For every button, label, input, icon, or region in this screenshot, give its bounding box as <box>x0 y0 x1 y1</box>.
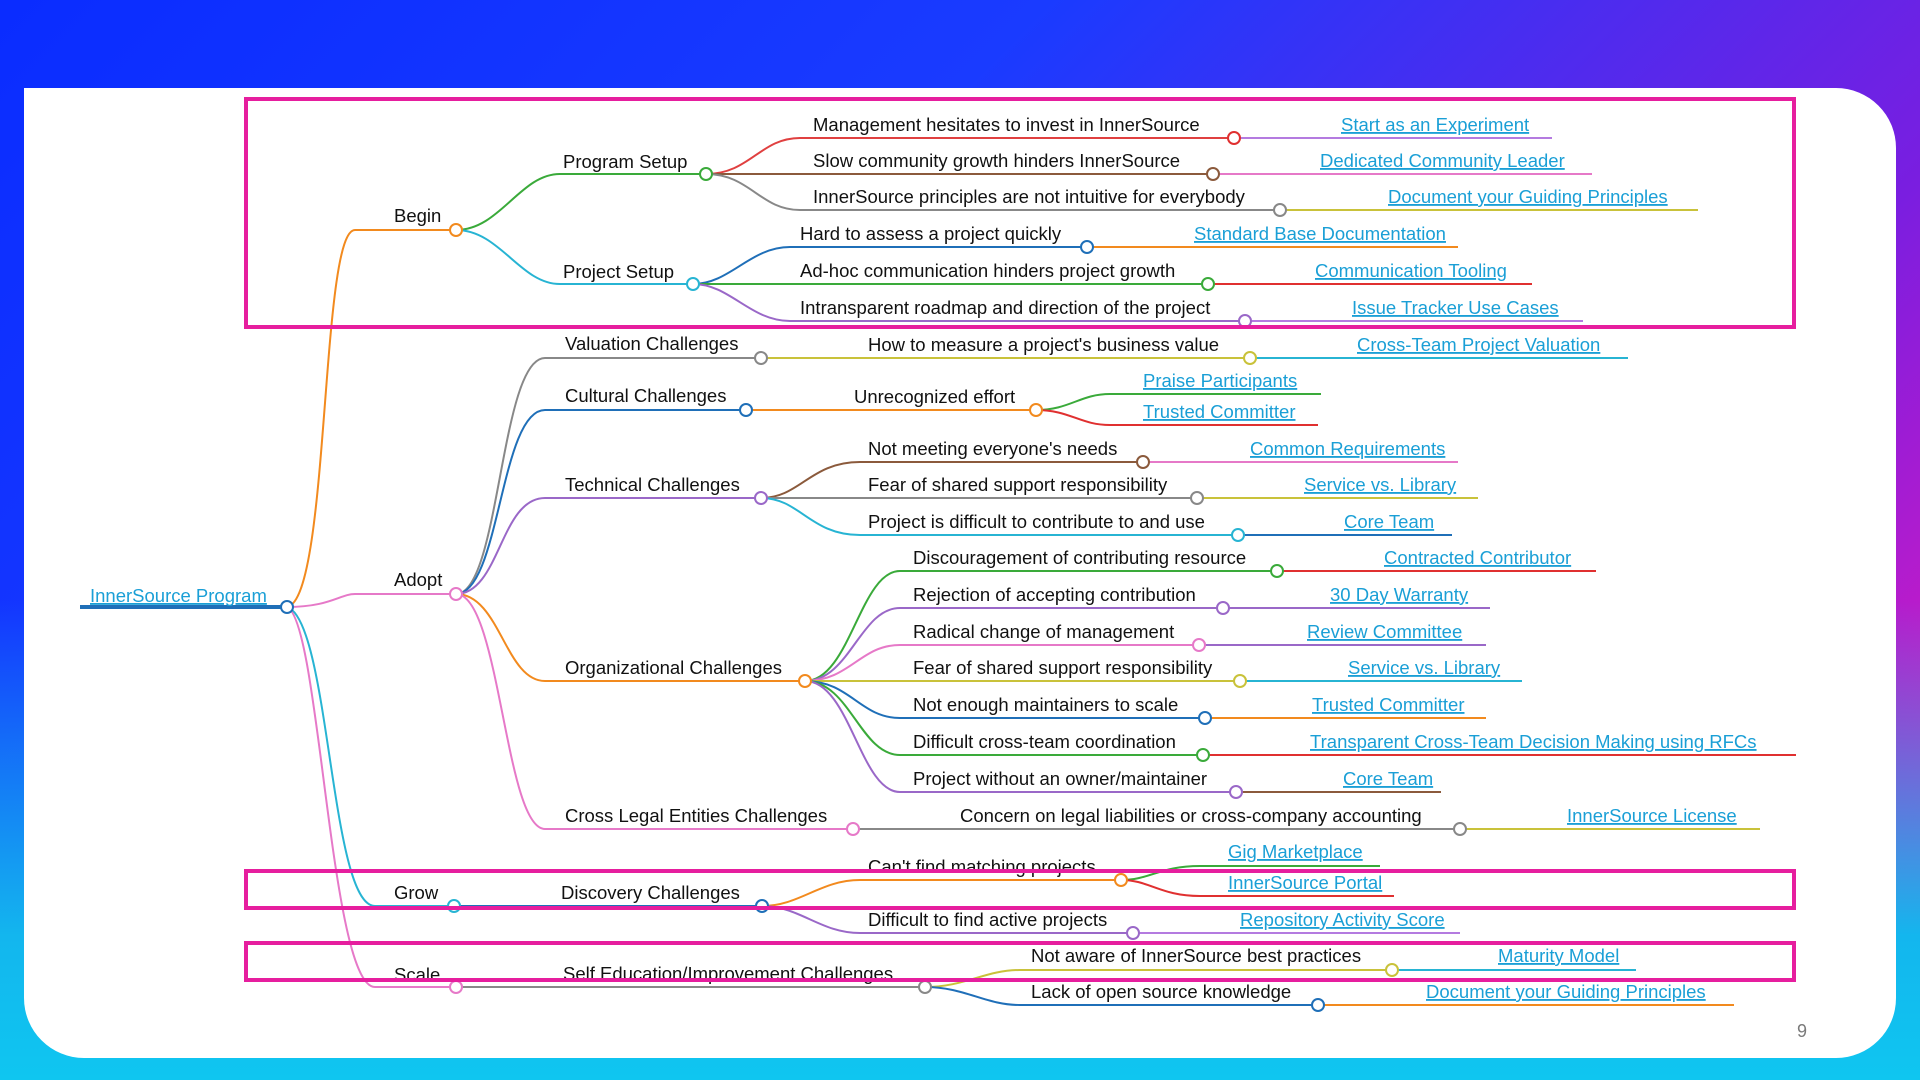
highlight-begin-box <box>244 97 1796 329</box>
pattern-link[interactable]: Core Team <box>1343 768 1433 789</box>
edge-adopt-org <box>455 593 805 682</box>
edge-o2 <box>804 607 1223 682</box>
challenge-text: Fear of shared support responsibility <box>868 474 1168 495</box>
edge-adopt-legal <box>455 593 853 830</box>
edge-q3 <box>692 283 1245 322</box>
challenge-text: Management hesitates to invest in InnerS… <box>813 114 1200 135</box>
pattern-link[interactable]: Standard Base Documentation <box>1194 223 1446 244</box>
challenge-text: Unrecognized effort <box>854 386 1015 407</box>
node-grow: Grow <box>394 882 439 903</box>
edge-s2 <box>924 986 1318 1006</box>
edge-cul-l1 <box>1035 393 1321 411</box>
challenge-text: Not meeting everyone's needs <box>868 438 1117 459</box>
challenge-text: Hard to assess a project quickly <box>800 223 1062 244</box>
edge-root-begin <box>286 229 455 608</box>
edge-p3 <box>705 173 1280 211</box>
edge-adopt-valuation <box>455 357 761 595</box>
node-valuation: Valuation Challenges <box>565 333 738 354</box>
edge-adopt-technical <box>455 497 761 595</box>
edge-o7 <box>804 680 1236 793</box>
node-technical: Technical Challenges <box>565 474 740 495</box>
edge-adopt-cultural <box>455 409 746 595</box>
pattern-link[interactable]: Maturity Model <box>1498 945 1619 966</box>
edge-o6 <box>804 680 1203 756</box>
highlight-scale-box <box>244 941 1796 982</box>
challenge-text: Rejection of accepting contribution <box>913 584 1196 605</box>
challenge-text: Slow community growth hinders InnerSourc… <box>813 150 1180 171</box>
node-program-setup: Program Setup <box>563 151 687 172</box>
pattern-link[interactable]: Review Committee <box>1307 621 1462 642</box>
challenge-text: Project is difficult to contribute to an… <box>868 511 1205 532</box>
edge-begin-program <box>455 173 706 231</box>
challenge-text: Intransparent roadmap and direction of t… <box>800 297 1210 318</box>
edge-t1 <box>760 461 1143 499</box>
challenge-text: Difficult cross-team coordination <box>913 731 1176 752</box>
edge-o1 <box>804 570 1277 682</box>
pattern-link[interactable]: Document your Guiding Principles <box>1388 186 1668 207</box>
pattern-link[interactable]: Repository Activity Score <box>1240 909 1445 930</box>
node-cultural: Cultural Challenges <box>565 385 726 406</box>
pattern-link[interactable]: Service vs. Library <box>1304 474 1457 495</box>
challenge-text: Not enough maintainers to scale <box>913 694 1178 715</box>
edge-o5 <box>804 680 1205 719</box>
pattern-link[interactable]: Common Requirements <box>1250 438 1445 459</box>
challenge-text: InnerSource principles are not intuitive… <box>813 186 1246 207</box>
challenge-text: How to measure a project's business valu… <box>868 334 1219 355</box>
pattern-link[interactable]: Gig Marketplace <box>1228 841 1363 862</box>
pattern-link[interactable]: Dedicated Community Leader <box>1320 150 1565 171</box>
edge-g1-l2 <box>1120 879 1394 897</box>
edge-g1 <box>761 879 1121 907</box>
pattern-link[interactable]: 30 Day Warranty <box>1330 584 1469 605</box>
challenge-text: Concern on legal liabilities or cross-co… <box>960 805 1422 826</box>
challenge-text: Lack of open source knowledge <box>1031 981 1291 1002</box>
challenge-text: Radical change of management <box>913 621 1174 642</box>
pattern-link[interactable]: Transparent Cross-Team Decision Making u… <box>1310 731 1757 752</box>
pattern-link[interactable]: Communication Tooling <box>1315 260 1507 281</box>
pattern-link[interactable]: Cross-Team Project Valuation <box>1357 334 1600 355</box>
pattern-link[interactable]: Contracted Contributor <box>1384 547 1571 568</box>
highlight-grow-box <box>244 869 1796 910</box>
challenge-text: Can't find matching projects <box>868 856 1096 877</box>
pattern-link[interactable]: Document your Guiding Principles <box>1426 981 1706 1002</box>
challenge-text: Difficult to find active projects <box>868 909 1107 930</box>
edge-s1 <box>924 969 1392 988</box>
edge-begin-project <box>455 229 693 285</box>
challenge-text: Not aware of InnerSource best practices <box>1031 945 1361 966</box>
pattern-link[interactable]: InnerSource License <box>1567 805 1737 826</box>
pattern-link[interactable]: Start as an Experiment <box>1341 114 1529 135</box>
challenge-text: Project without an owner/maintainer <box>913 768 1207 789</box>
node-legal: Cross Legal Entities Challenges <box>565 805 827 826</box>
challenge-text: Discouragement of contributing resource <box>913 547 1246 568</box>
challenge-text: Ad-hoc communication hinders project gro… <box>800 260 1175 281</box>
pattern-link[interactable]: Service vs. Library <box>1348 657 1501 678</box>
edge-t3 <box>760 497 1238 536</box>
pattern-link[interactable]: Praise Participants <box>1143 370 1297 391</box>
pattern-link[interactable]: Trusted Committer <box>1312 694 1464 715</box>
edge-o3 <box>804 644 1199 682</box>
edge-q1 <box>692 246 1087 285</box>
node-organizational: Organizational Challenges <box>565 657 782 678</box>
edge-cul-l2 <box>1035 409 1318 426</box>
node-discovery: Discovery Challenges <box>561 882 740 903</box>
root-link[interactable]: InnerSource Program <box>90 585 267 606</box>
pattern-link[interactable]: InnerSource Portal <box>1228 872 1382 893</box>
node-project-setup: Project Setup <box>563 261 674 282</box>
slide-corner <box>24 88 144 208</box>
page-number: 9 <box>1797 1021 1807 1041</box>
pattern-link[interactable]: Trusted Committer <box>1143 401 1295 422</box>
pattern-link[interactable]: Issue Tracker Use Cases <box>1352 297 1559 318</box>
edge-p1 <box>705 137 1234 175</box>
node-adopt: Adopt <box>394 569 442 590</box>
node-begin: Begin <box>394 205 441 226</box>
edge-root-scale <box>286 606 455 988</box>
edge-root-adopt <box>286 593 455 608</box>
slide-canvas <box>24 88 1896 1058</box>
challenge-text: Fear of shared support responsibility <box>913 657 1213 678</box>
pattern-link[interactable]: Core Team <box>1344 511 1434 532</box>
edge-root-grow <box>286 606 455 907</box>
